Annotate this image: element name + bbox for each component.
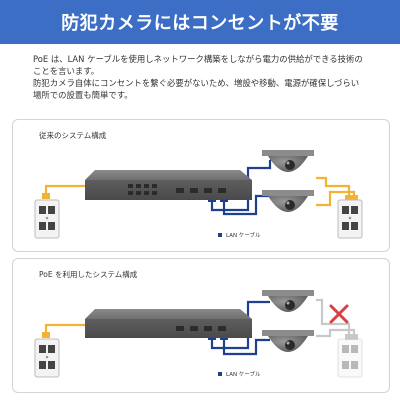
header-banner: 防犯カメラにはコンセントが不要 — [0, 0, 400, 44]
intro-text: PoE は、LAN ケーブルを使用しネットワーク構築をしながら電力の供給ができる… — [33, 53, 373, 101]
power-plug — [42, 332, 50, 338]
panel-title: PoE を利用したシステム構成 — [39, 270, 138, 279]
cross-mark-icon — [329, 304, 349, 324]
power-cable — [44, 176, 356, 207]
page-title: 防犯カメラにはコンセントが不要 — [61, 13, 339, 34]
power-cable — [44, 323, 88, 335]
panel-title: 従来のシステム構成 — [39, 131, 107, 140]
power-outlet-icon — [337, 199, 363, 239]
legend-lan-cable: LAN ケーブル — [218, 370, 261, 378]
network-recorder-icon — [85, 309, 252, 338]
lan-cable — [210, 300, 270, 356]
disabled-power-plug — [345, 334, 358, 340]
power-outlet-icon — [34, 338, 60, 378]
dome-camera-icon — [262, 290, 314, 312]
intro-line: 防犯カメラ自体にコンセントを繋ぐ必要がないため、増設や移動、電源が確保しづらい — [33, 78, 360, 88]
legend-swatch — [218, 233, 222, 237]
dome-camera-icon — [262, 150, 314, 172]
intro-line: 場所での設置も簡単です。 — [33, 90, 133, 100]
legend-label: LAN ケーブル — [226, 372, 261, 378]
dome-camera-icon — [262, 330, 314, 352]
power-plug — [42, 193, 358, 201]
dome-camera-icon — [262, 190, 314, 212]
power-outlet-icon-disabled — [337, 338, 363, 378]
intro-line: ことを言います。 — [33, 66, 100, 76]
intro-line: PoE は、LAN ケーブルを使用しネットワーク構築をしながら電力の供給ができる… — [33, 54, 363, 64]
legend-swatch — [218, 372, 222, 376]
legend-label: LAN ケーブル — [226, 233, 261, 239]
power-outlet-icon — [34, 199, 60, 239]
disabled-power-cable — [316, 298, 356, 338]
legend-lan-cable: LAN ケーブル — [218, 231, 261, 239]
network-recorder-icon — [85, 170, 252, 200]
